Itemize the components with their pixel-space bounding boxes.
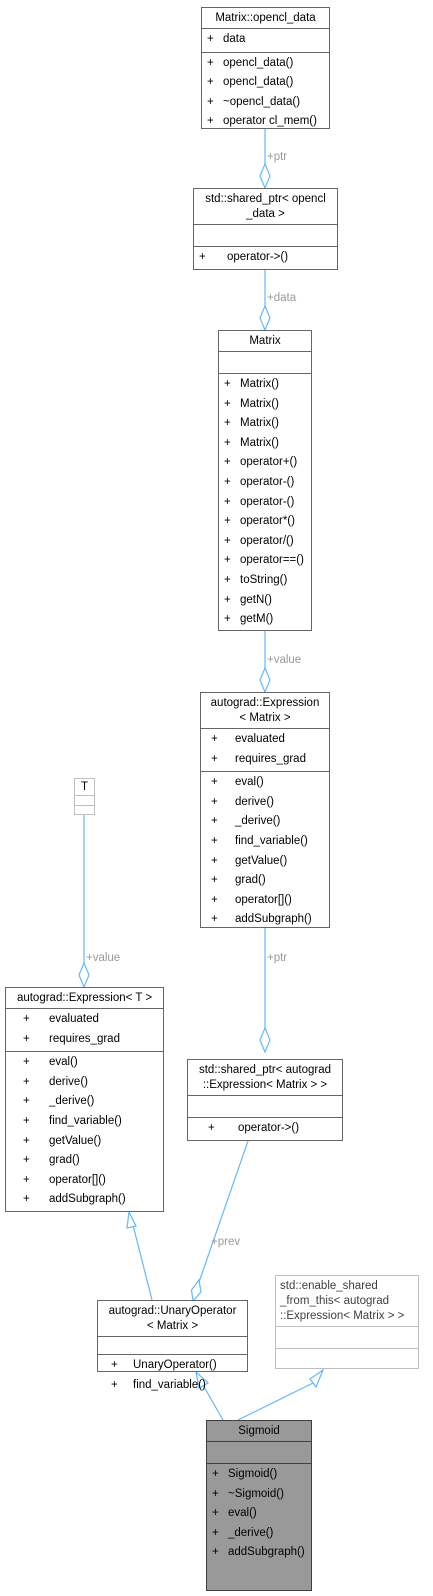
operation-row: +opencl_data() bbox=[207, 56, 294, 69]
operation-row: +find_variable() bbox=[111, 1378, 206, 1391]
attribute-row: +requires_grad bbox=[23, 1032, 120, 1045]
attributes-section bbox=[98, 1336, 247, 1354]
operation-row: +Sigmoid() bbox=[212, 1468, 278, 1480]
operations-section: +opencl_data() +opencl_data() +~opencl_d… bbox=[202, 51, 329, 134]
attributes-section bbox=[188, 1095, 342, 1117]
operation-row: +derive() bbox=[211, 795, 274, 808]
operation-row: +toString() bbox=[224, 573, 288, 586]
edge-label-value-t: +value bbox=[86, 952, 121, 964]
attributes-section bbox=[276, 1326, 418, 1348]
operation-row: +opencl_data() bbox=[207, 76, 294, 89]
operation-row: +getM() bbox=[224, 613, 274, 626]
operations-section: +eval() +derive() +_derive() +find_varia… bbox=[201, 771, 329, 932]
class-title: Matrix::opencl_data bbox=[215, 12, 316, 24]
operation-row: +operator-() bbox=[224, 475, 295, 488]
class-unary-operator[interactable]: autograd::UnaryOperator < Matrix > +Unar… bbox=[97, 1300, 248, 1391]
edge-inherit-unary-exprt bbox=[132, 1224, 153, 1301]
operation-row: +~Sigmoid() bbox=[212, 1487, 284, 1500]
operations-section: +UnaryOperator() +find_variable() bbox=[98, 1354, 247, 1397]
operation-row: +operator->() bbox=[208, 1122, 300, 1134]
operation-row: +getValue() bbox=[211, 854, 288, 867]
operation-row: +_derive() bbox=[211, 815, 281, 828]
operation-row: +operator/() bbox=[224, 534, 294, 547]
operations-section: +eval() +derive() +_derive() +find_varia… bbox=[6, 1051, 163, 1212]
attributes-section: +evaluated +requires_grad bbox=[201, 728, 329, 771]
operation-row: +operator-() bbox=[224, 495, 295, 508]
class-title: autograd::UnaryOperator < Matrix > bbox=[108, 1305, 237, 1332]
operations-section bbox=[276, 1348, 418, 1370]
operation-row: +getN() bbox=[224, 593, 272, 606]
attributes-section: +evaluated +requires_grad bbox=[6, 1008, 163, 1051]
attribute-row: +data bbox=[207, 33, 246, 45]
operation-row: +getValue() bbox=[23, 1134, 102, 1147]
operation-row: +Matrix() bbox=[224, 417, 279, 430]
operations-section: +operator->() bbox=[188, 1117, 342, 1141]
operation-row: +Matrix() bbox=[224, 378, 279, 390]
class-title: std::shared_ptr< opencl _data > bbox=[205, 193, 326, 220]
attribute-row: +evaluated bbox=[211, 733, 285, 745]
class-title: autograd::Expression< T > bbox=[16, 992, 153, 1004]
class-sigmoid[interactable]: Sigmoid +Sigmoid() +~Sigmoid() +eval() +… bbox=[206, 1420, 312, 1591]
operation-row: +grad() bbox=[211, 874, 266, 887]
class-expression-matrix[interactable]: autograd::Expression < Matrix > +evaluat… bbox=[200, 692, 330, 928]
operation-row: +operator==() bbox=[224, 554, 304, 567]
edge-inherit-sigmoid-unary bbox=[202, 1384, 224, 1421]
attributes-section bbox=[219, 351, 311, 373]
operation-row: +Matrix() bbox=[224, 436, 279, 449]
class-template-t[interactable]: T bbox=[74, 778, 95, 815]
operation-row: +addSubgraph() bbox=[212, 1546, 305, 1559]
operation-row: +operator*() bbox=[224, 515, 295, 528]
operation-row: +eval() bbox=[212, 1507, 257, 1520]
operation-row: +derive() bbox=[23, 1075, 88, 1088]
attributes-section bbox=[194, 224, 337, 246]
edge-label-ptr: +ptr bbox=[267, 151, 288, 163]
operation-row: +addSubgraph() bbox=[211, 913, 312, 926]
attribute-row: +evaluated bbox=[23, 1013, 99, 1025]
operation-row: +addSubgraph() bbox=[23, 1193, 126, 1206]
edge-prev-unary bbox=[197, 1140, 249, 1286]
edge-label-data: +data bbox=[267, 292, 297, 304]
attributes-section bbox=[207, 1441, 311, 1463]
operation-row: +find_variable() bbox=[23, 1114, 122, 1127]
operation-row: +Matrix() bbox=[224, 397, 279, 410]
edge-inherit-sigmoid-enable bbox=[237, 1382, 314, 1421]
operation-row: +eval() bbox=[211, 776, 264, 789]
class-opencl-data[interactable]: Matrix::opencl_data +data +opencl_data()… bbox=[201, 7, 330, 129]
attribute-row: +requires_grad bbox=[211, 752, 306, 765]
attributes-section: +data bbox=[202, 28, 329, 52]
operation-row: +find_variable() bbox=[211, 834, 308, 847]
operation-row: +operator+() bbox=[224, 456, 298, 469]
class-title: std::shared_ptr< autograd ::Expression< … bbox=[198, 1064, 332, 1091]
operation-row: +operator cl_mem() bbox=[207, 115, 317, 128]
operation-row: +operator[]() bbox=[23, 1173, 106, 1186]
class-shared-ptr-expression[interactable]: std::shared_ptr< autograd ::Expression< … bbox=[187, 1059, 343, 1141]
operation-row: +_derive() bbox=[212, 1526, 274, 1539]
operation-row: +UnaryOperator() bbox=[111, 1359, 217, 1371]
operations-section: +Matrix() +Matrix() +Matrix() +Matrix() … bbox=[219, 373, 311, 632]
operation-row: +grad() bbox=[23, 1154, 80, 1167]
class-matrix[interactable]: Matrix +Matrix() +Matrix() +Matrix() +Ma… bbox=[218, 330, 312, 631]
attributes-section bbox=[75, 795, 94, 805]
class-shared-ptr-opencl-data[interactable]: std::shared_ptr< opencl _data > +operato… bbox=[193, 188, 338, 270]
class-title: Matrix bbox=[249, 335, 281, 347]
operations-section bbox=[75, 805, 94, 815]
edge-label-prev: +prev bbox=[211, 1236, 241, 1248]
operation-row: +~opencl_data() bbox=[207, 95, 301, 108]
edge-label-ptr-expr: +ptr bbox=[267, 952, 288, 964]
class-title: std::enable_shared _from_this< autograd … bbox=[280, 1280, 405, 1322]
class-enable-shared-from-this[interactable]: std::enable_shared _from_this< autograd … bbox=[275, 1275, 419, 1369]
class-expression-t[interactable]: autograd::Expression< T > +evaluated +re… bbox=[5, 987, 164, 1212]
operation-row: +eval() bbox=[23, 1056, 78, 1069]
operations-section: +Sigmoid() +~Sigmoid() +eval() +_derive(… bbox=[207, 1463, 311, 1565]
operation-row: +_derive() bbox=[23, 1095, 95, 1108]
edge-label-value: +value bbox=[267, 654, 302, 666]
operation-row: +operator->() bbox=[199, 251, 289, 263]
operations-section: +operator->() bbox=[194, 246, 337, 270]
class-title: autograd::Expression < Matrix > bbox=[210, 697, 320, 724]
operation-row: +operator[]() bbox=[211, 893, 292, 906]
class-title: T bbox=[80, 781, 89, 793]
class-title: Sigmoid bbox=[238, 1425, 280, 1437]
